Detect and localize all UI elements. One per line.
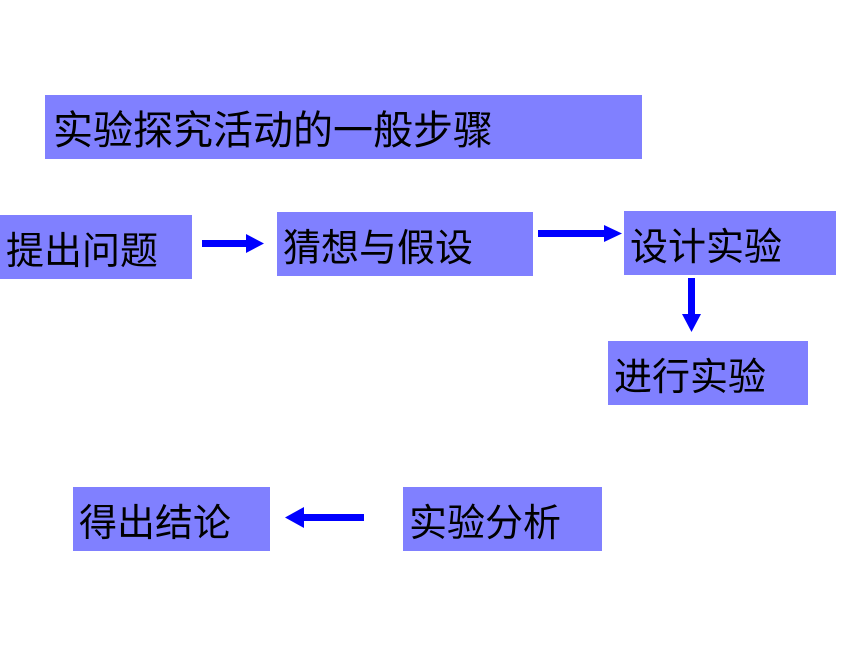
step-label: 进行实验 xyxy=(614,354,767,399)
step-box-design-experiment: 设计实验 xyxy=(624,211,836,275)
arrow-right-1 xyxy=(202,234,264,253)
diagram-title-text: 实验探究活动的一般步骤 xyxy=(53,108,493,154)
step-box-analysis: 实验分析 xyxy=(403,487,602,551)
step-label: 实验分析 xyxy=(409,500,562,545)
step-box-hypothesis: 猜想与假设 xyxy=(277,212,533,276)
arrow-down xyxy=(682,278,701,332)
step-box-ask-question: 提出问题 xyxy=(0,215,192,279)
step-label: 猜想与假设 xyxy=(283,225,474,270)
step-label: 得出结论 xyxy=(79,500,232,545)
arrow-right-2 xyxy=(538,225,622,242)
step-label: 提出问题 xyxy=(6,228,159,273)
step-label: 设计实验 xyxy=(630,224,783,269)
step-box-conduct-experiment: 进行实验 xyxy=(608,341,808,405)
diagram-title: 实验探究活动的一般步骤 xyxy=(45,95,642,159)
arrow-left xyxy=(285,507,364,528)
step-box-conclusion: 得出结论 xyxy=(73,487,270,551)
